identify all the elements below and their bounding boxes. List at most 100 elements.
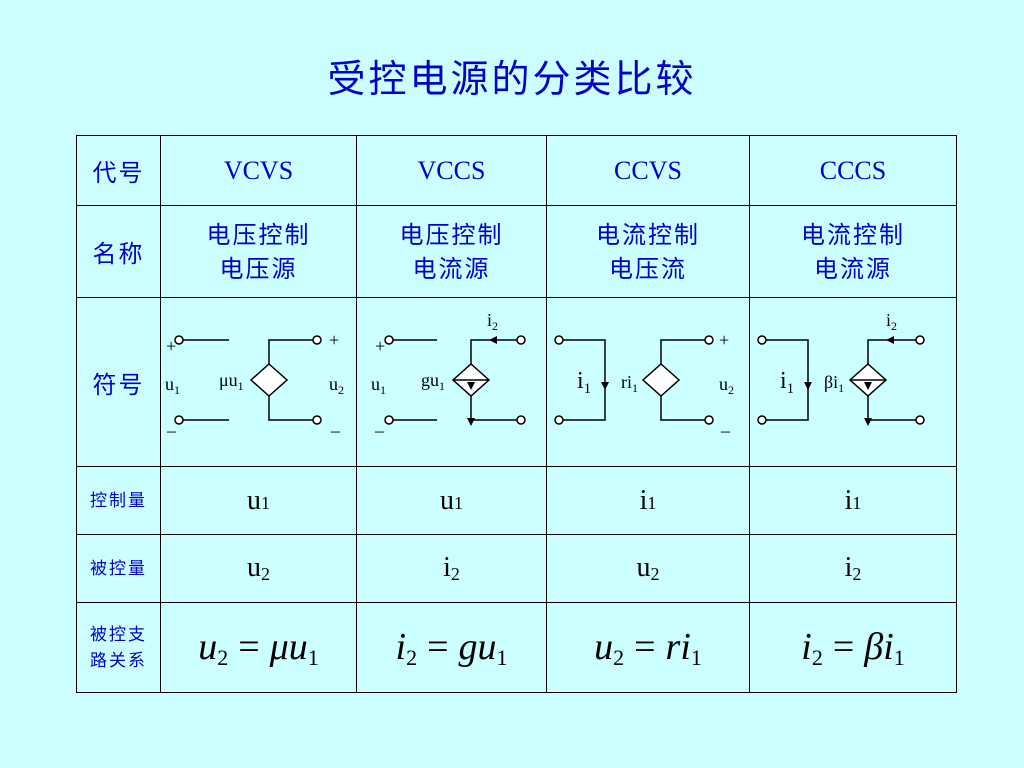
name-line1: 电压控制 <box>399 220 504 249</box>
name-cccs: 电流控制电流源 <box>749 205 957 298</box>
name-row: 名称 电压控制电压源 电压控制电流源 电流控制电压流 电流控制电流源 <box>76 205 957 298</box>
equals-sign: = <box>238 625 260 668</box>
coef: μ <box>269 625 289 668</box>
var: u <box>247 552 261 583</box>
i1-label: i1 <box>780 368 794 397</box>
coef: g <box>458 625 478 668</box>
name-line1: 电流控制 <box>801 220 905 249</box>
controlled-ccvs: u2 <box>546 534 750 603</box>
vccs-circuit-diagram: + u1 _ gu1 i2 <box>371 310 526 434</box>
relation-ccvs: u2 =ri1 <box>546 602 750 693</box>
sub: 2 <box>650 564 660 584</box>
source-label: gu1 <box>421 370 445 393</box>
ccvs-circuit-diagram: i1 ri1 + u2 _ <box>554 330 734 434</box>
equals-sign: = <box>427 625 449 668</box>
i2-label: i2 <box>487 310 498 333</box>
control-header: 控制量 <box>76 466 161 535</box>
symbol-vcvs: + u1 _ μu1 + u2 _ <box>160 297 357 467</box>
name-line1: 电流控制 <box>596 220 700 249</box>
equals-sign: = <box>634 625 656 668</box>
lhs-sub: 2 <box>217 644 229 670</box>
left-minus-sign: _ <box>374 414 385 434</box>
comparison-table: 代号 VCVS VCCS CCVS CCCS 名称 电压控制电压源 电压控制电流… <box>76 135 957 693</box>
control-vccs: u1 <box>356 466 547 535</box>
code-ccvs: CCVS <box>546 135 750 206</box>
sub: 2 <box>261 564 270 584</box>
symbol-row: 符号 + u1 _ μu1 + u <box>76 297 957 467</box>
control-ccvs: i1 <box>546 466 750 535</box>
source-label: βi1 <box>824 372 844 395</box>
symbol-cccs: i1 βi1 i2 <box>749 297 957 467</box>
relation-row: 被控支路关系 u2=μu1 i2=gu1 u2=ri1 i2=βi1 <box>76 602 957 693</box>
rhs: u <box>477 625 497 668</box>
rhs: i <box>883 625 894 668</box>
name-line2: 电压流 <box>609 254 687 283</box>
code-vcvs: VCVS <box>160 135 357 206</box>
left-minus-sign: _ <box>166 414 177 434</box>
name-line2: 电流源 <box>814 254 892 283</box>
rhs-sub: 1 <box>496 644 508 670</box>
lhs: u <box>198 625 218 668</box>
var: u <box>247 484 261 516</box>
var: i <box>443 552 451 583</box>
code-vccs: VCCS <box>356 135 547 206</box>
right-plus-sign: + <box>329 330 339 350</box>
controlled-vcvs: u2 <box>160 534 357 603</box>
coef: β <box>864 625 884 668</box>
i1-label: i1 <box>577 368 591 397</box>
rhs: i <box>680 625 691 668</box>
var: u <box>636 552 651 583</box>
var: i <box>844 552 853 583</box>
controlled-vccs: i2 <box>356 534 547 603</box>
var: i <box>844 484 853 516</box>
control-vcvs: u1 <box>160 466 357 535</box>
u2-label: u2 <box>719 374 734 397</box>
right-minus-sign: _ <box>330 414 341 434</box>
source-label: ri1 <box>621 372 638 395</box>
rhs-sub: 1 <box>893 644 905 670</box>
i2-label: i2 <box>886 310 897 333</box>
symbol-vccs: + u1 _ gu1 i2 <box>356 297 547 467</box>
rhs-sub: 1 <box>690 644 702 670</box>
code-row: 代号 VCVS VCCS CCVS CCCS <box>76 135 957 206</box>
sub: 1 <box>454 492 463 513</box>
lhs: u <box>594 625 614 668</box>
relation-vccs: i2 =gu1 <box>356 602 547 693</box>
name-line2: 电流源 <box>412 254 491 283</box>
sub: 2 <box>450 564 460 584</box>
sub: 1 <box>647 492 657 513</box>
rhs: u <box>288 625 308 668</box>
code-header: 代号 <box>76 135 161 206</box>
controlled-header: 被控量 <box>76 534 161 603</box>
control-row: 控制量 u1 u1 i1 i1 <box>76 466 957 535</box>
lhs: i <box>395 625 407 668</box>
name-vccs: 电压控制电流源 <box>356 205 547 298</box>
right-plus-sign: + <box>719 330 729 350</box>
left-plus-sign: + <box>166 336 176 356</box>
name-line2: 电压源 <box>219 254 298 283</box>
sub: 1 <box>261 492 270 513</box>
controlled-cccs: i2 <box>749 534 957 603</box>
control-cccs: i1 <box>749 466 957 535</box>
left-plus-sign: + <box>375 336 385 356</box>
lhs: i <box>801 625 812 668</box>
sub: 1 <box>852 492 862 513</box>
equals-sign: = <box>832 625 855 668</box>
vcvs-circuit-diagram: + u1 _ μu1 + u2 _ <box>165 330 344 434</box>
right-minus-sign: _ <box>720 414 731 434</box>
source-label: μu1 <box>219 370 244 393</box>
lhs-sub: 2 <box>406 644 418 670</box>
u1-label: u1 <box>165 374 180 397</box>
lhs-sub: 2 <box>613 644 625 670</box>
symbol-ccvs: i1 ri1 + u2 _ <box>546 297 750 467</box>
rhs-sub: 1 <box>307 644 319 670</box>
controlled-row: 被控量 u2 i2 u2 i2 <box>76 534 957 603</box>
name-ccvs: 电流控制电压流 <box>546 205 750 298</box>
sub: 2 <box>852 564 862 584</box>
u2-label: u2 <box>329 374 344 397</box>
cccs-circuit-diagram: i1 βi1 i2 <box>757 310 925 426</box>
coef: r <box>665 625 681 668</box>
name-vcvs: 电压控制电压源 <box>160 205 357 298</box>
relation-header: 被控支路关系 <box>76 602 161 693</box>
lhs-sub: 2 <box>811 644 823 670</box>
